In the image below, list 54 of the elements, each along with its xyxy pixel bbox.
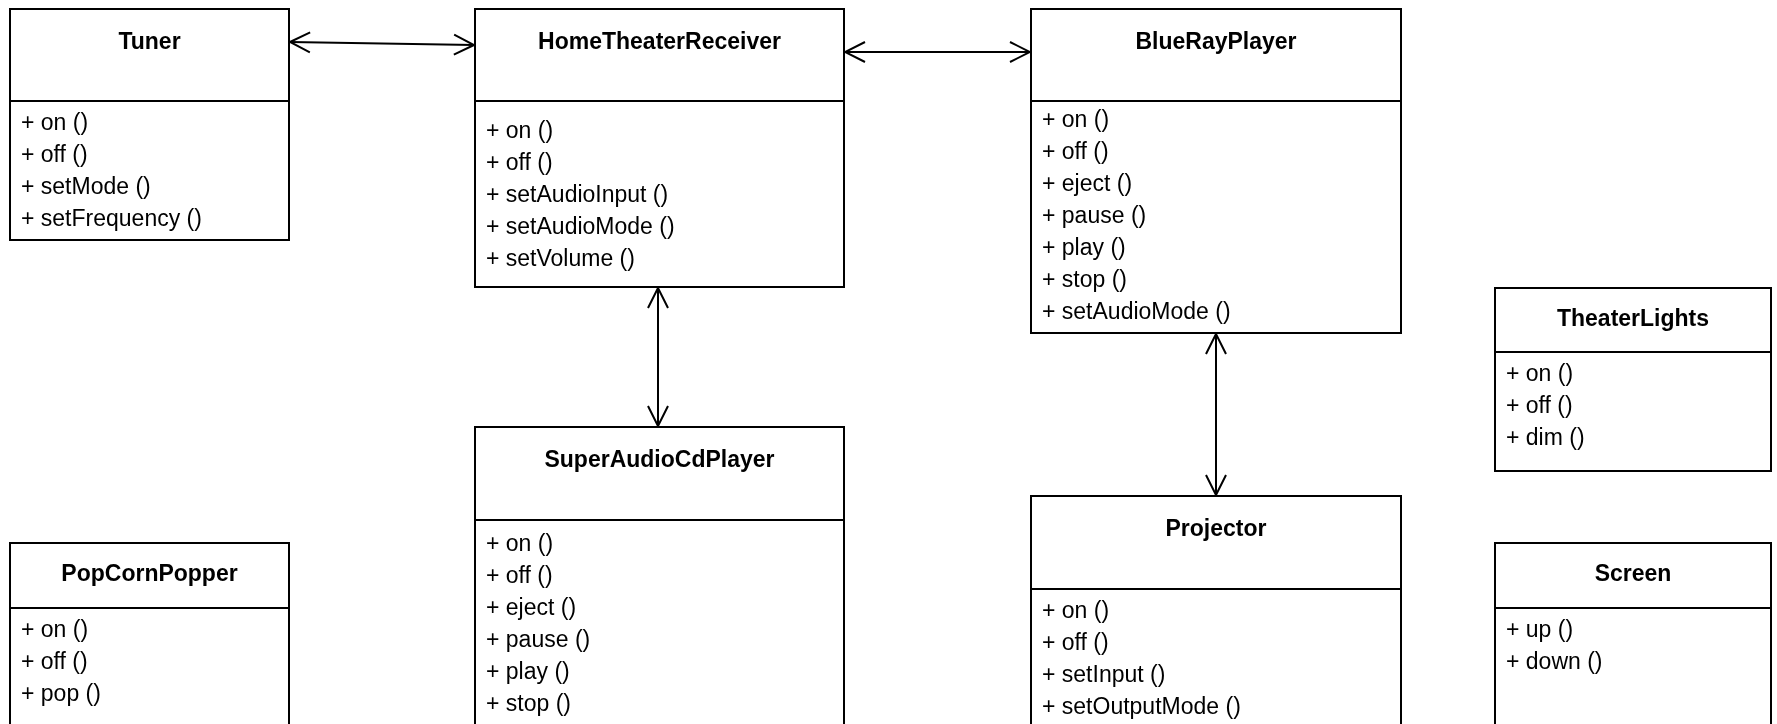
method-text: + setVolume () [486, 245, 635, 271]
method-text: + play () [486, 658, 570, 684]
class-box [9, 8, 290, 241]
method-text: + off () [1042, 138, 1109, 164]
class-box [474, 426, 845, 724]
method-text: + down () [1506, 648, 1603, 674]
association-arrow [1205, 333, 1227, 496]
method-text: + setFrequency () [21, 205, 202, 231]
method-text: + stop () [1042, 266, 1127, 292]
method-text: + on () [1042, 106, 1110, 132]
method-text: + off () [1506, 392, 1573, 418]
method-text: + eject () [486, 594, 577, 620]
method-text: + pause () [1042, 202, 1147, 228]
class-name: HomeTheaterReceiver [538, 28, 781, 54]
class-name: BlueRayPlayer [1135, 28, 1297, 54]
method-text: + pop () [21, 680, 101, 706]
method-text: + up () [1506, 616, 1574, 642]
class-box [1030, 8, 1402, 334]
association-arrow [844, 41, 1031, 63]
method-text: + off () [486, 149, 553, 175]
method-text: + setAudioInput () [486, 181, 669, 207]
class-name: Tuner [118, 28, 181, 54]
method-text: + on () [486, 117, 554, 143]
method-text: + off () [21, 141, 88, 167]
class-name: Projector [1165, 515, 1267, 541]
method-text: + pause () [486, 626, 591, 652]
association-arrow [289, 31, 475, 56]
method-text: + setOutputMode () [1042, 693, 1241, 719]
method-text: + eject () [1042, 170, 1133, 196]
class-box [1030, 495, 1402, 724]
class-box [1494, 287, 1772, 472]
method-text: + stop () [486, 690, 571, 716]
method-text: + setAudioMode () [486, 213, 675, 239]
method-text: + on () [1042, 597, 1110, 623]
association-arrow [647, 287, 669, 427]
class-name: SuperAudioCdPlayer [544, 446, 775, 472]
class-name: TheaterLights [1556, 305, 1710, 331]
method-text: + off () [486, 562, 553, 588]
class-name: Screen [1594, 560, 1672, 586]
method-text: + setMode () [21, 173, 151, 199]
method-text: + play () [1042, 234, 1126, 260]
method-text: + on () [21, 109, 89, 135]
method-text: + on () [21, 616, 89, 642]
method-text: + dim () [1506, 424, 1585, 450]
method-text: + setInput () [1042, 661, 1166, 687]
method-text: + off () [21, 648, 88, 674]
method-text: + setAudioMode () [1042, 298, 1231, 324]
method-text: + on () [486, 530, 554, 556]
method-text: + off () [1042, 629, 1109, 655]
class-box [9, 542, 290, 724]
method-text: + on () [1506, 360, 1574, 386]
class-name: PopCornPopper [61, 560, 238, 586]
class-box [1494, 542, 1772, 724]
class-box [474, 8, 845, 288]
